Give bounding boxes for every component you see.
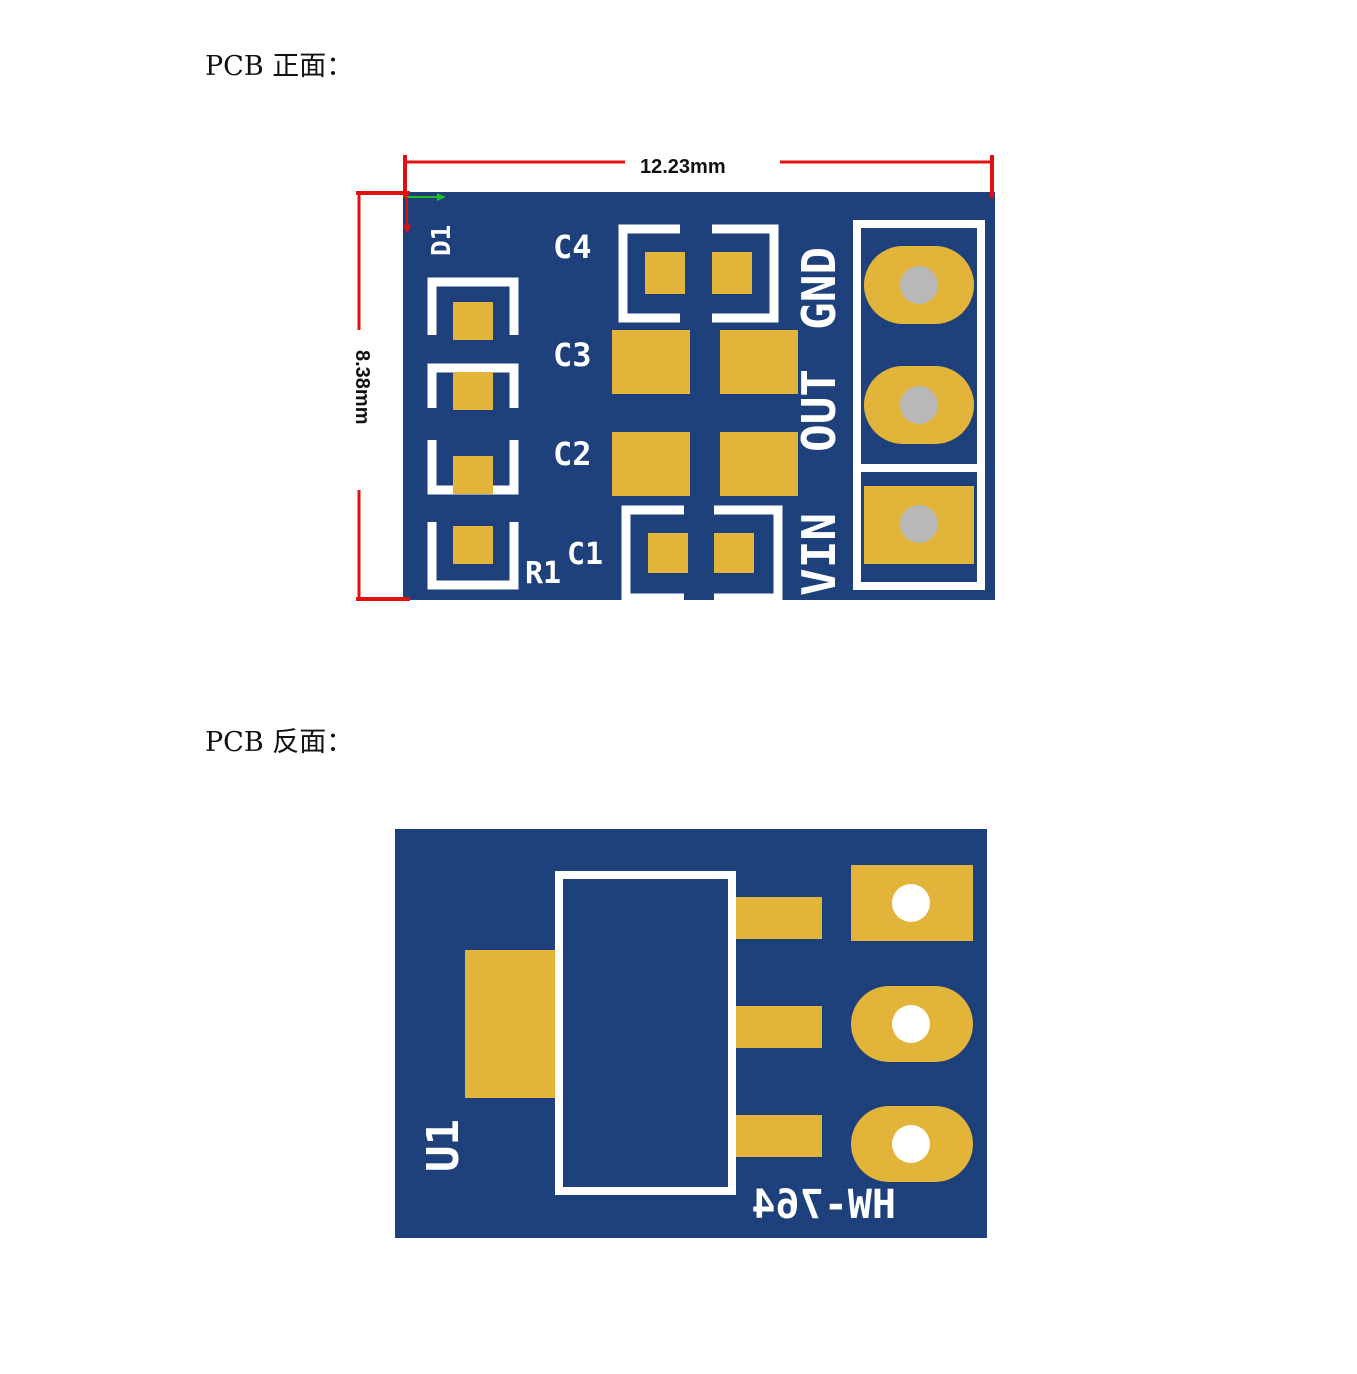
label-c2: C2: [553, 435, 592, 473]
u1-outline: [555, 871, 736, 1195]
width-dimension: [403, 155, 994, 198]
c4-pad-1: [645, 252, 685, 294]
c1-footprint: [621, 505, 783, 603]
c3-pad-1: [612, 330, 690, 394]
r1-pad-2: [453, 526, 493, 564]
c1-pad-2: [714, 533, 754, 573]
header-hole-vin: [900, 505, 938, 543]
c2-pad-1: [612, 432, 690, 496]
u1-leg-1: [736, 897, 822, 939]
c4-footprint: [618, 224, 779, 323]
origin-marker: [403, 193, 446, 234]
c3-pad-2: [720, 330, 798, 394]
label-gnd: GND: [792, 247, 846, 330]
u1-leg-2: [736, 1006, 822, 1048]
c1-pad-1: [648, 533, 688, 573]
height-dimension: [356, 191, 410, 601]
header-hole-out: [900, 386, 938, 424]
d1-footprint: [427, 277, 519, 408]
front-pcb: C4 C3 C2 C1 R1 D1 GND OUT VIN 12.23mm 8.…: [351, 155, 995, 603]
width-label: 12.23mm: [640, 156, 726, 178]
c2-pad-2: [720, 432, 798, 496]
back-hole-2: [892, 1005, 930, 1043]
front-heading: PCB 正面：: [205, 51, 354, 82]
label-c1: C1: [567, 537, 603, 572]
label-c3: C3: [553, 336, 592, 374]
back-hole-3: [892, 1125, 930, 1163]
r1-pad-1: [453, 456, 493, 494]
header-outline: [853, 220, 985, 590]
back-hole-1: [892, 884, 930, 922]
back-pcb: U1 HW-764: [395, 829, 987, 1238]
u1-tab-pad: [465, 950, 557, 1098]
label-d1: D1: [427, 225, 457, 256]
label-model: HW-764: [752, 1182, 897, 1228]
label-vin: VIN: [792, 513, 846, 596]
label-r1: R1: [525, 556, 561, 591]
label-out: OUT: [792, 369, 846, 452]
header-hole-gnd: [900, 266, 938, 304]
c4-pad-2: [712, 252, 752, 294]
height-label: 8.38mm: [351, 350, 373, 425]
d1-pad-1: [453, 302, 493, 340]
back-heading: PCB 反面：: [205, 727, 354, 758]
u1-leg-3: [736, 1115, 822, 1157]
d1-pad-2: [453, 372, 493, 410]
label-c4: C4: [553, 228, 592, 266]
label-u1: U1: [418, 1119, 469, 1172]
